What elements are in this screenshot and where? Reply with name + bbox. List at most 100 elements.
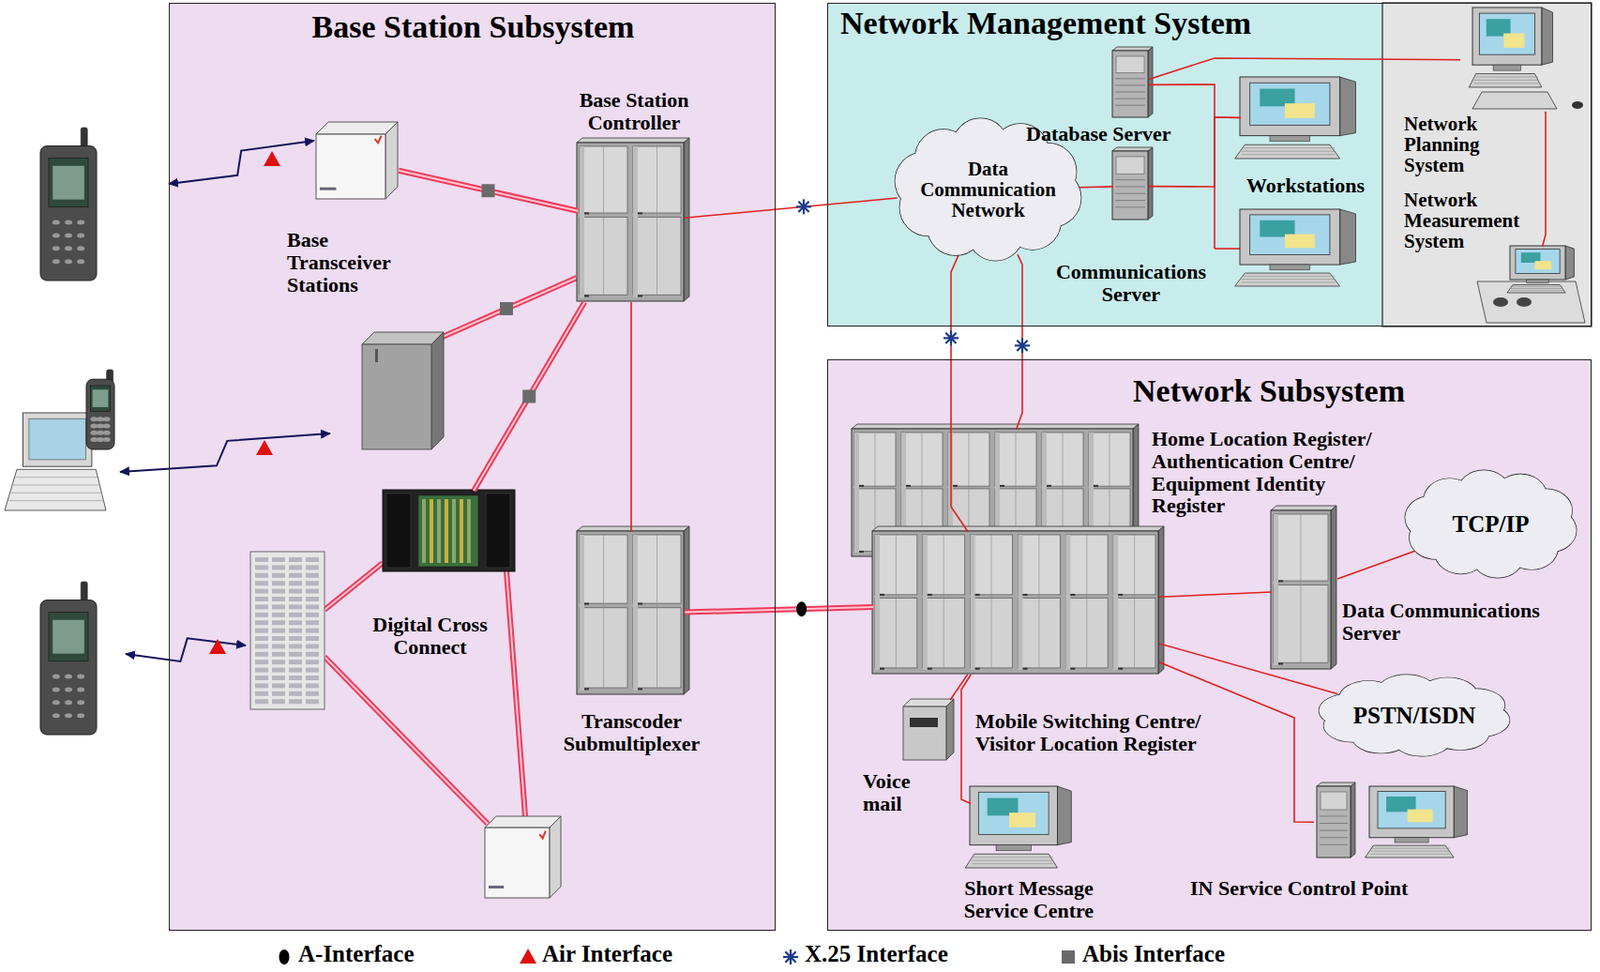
abis-marker: [482, 183, 496, 197]
drawing-part: [872, 526, 1164, 531]
drawing-part: [305, 557, 319, 562]
drawing-part: [255, 588, 269, 594]
drawing-part: [255, 675, 269, 680]
drawing-part: [1340, 209, 1357, 265]
drawing-part: [1510, 289, 1563, 291]
node-label: Short Message Service Centre: [944, 876, 1114, 922]
node-label: Voice mail: [862, 769, 929, 816]
connector-stroke: [473, 301, 585, 491]
drawing-part: [975, 593, 981, 596]
drawing-part: [4, 468, 106, 511]
equipment-node: Network Planning System: [1398, 5, 1591, 184]
drawing-part: [271, 580, 286, 586]
drawing-part: [288, 573, 302, 578]
panel-ground: [827, 2, 1592, 327]
drawing-part: [305, 643, 319, 649]
icon-area: [1313, 786, 1497, 859]
equipment-node: Short Message Service Centre: [944, 786, 1114, 928]
node-label: Communications Server: [1032, 260, 1230, 306]
link-wire: [324, 562, 383, 610]
drawing-part: [288, 651, 302, 657]
equipment-node: Workstations: [1229, 75, 1382, 290]
icon-area: [1113, 51, 1149, 119]
drawing-part: [305, 659, 319, 665]
drawing-part: [288, 698, 302, 704]
link-wire: [436, 277, 577, 340]
connector: [398, 170, 578, 212]
drawing-part: [1250, 82, 1330, 125]
air-link: [120, 433, 331, 472]
drawing-part: [288, 691, 302, 696]
icon-area: [852, 429, 1134, 558]
drawing-part: [633, 146, 638, 298]
drawing-part: [1112, 50, 1148, 118]
drawing-part: [603, 146, 604, 295]
drawing-part: [316, 121, 398, 135]
drawing-part: [52, 699, 61, 705]
drawing-part: [927, 667, 933, 670]
drawing-part: [943, 534, 945, 668]
drawing-part: [40, 600, 97, 735]
drawing-part: [271, 596, 286, 602]
drawing-part: [1133, 534, 1135, 668]
drawing-part: [965, 853, 1057, 868]
link-wire: [1214, 247, 1240, 250]
drawing-part: [1284, 103, 1315, 119]
drawing-part: [1507, 285, 1566, 294]
connector: [1079, 185, 1114, 188]
drawing-part: [305, 619, 319, 625]
drawing-part: [288, 603, 302, 609]
panel-title: Network Management System: [840, 6, 1366, 42]
subsystem-panel: Network Management SystemData Communicat…: [827, 2, 1592, 327]
drawing-part: [1364, 845, 1454, 858]
air-link: [125, 637, 246, 662]
x25-marker: [796, 198, 812, 214]
drawing-part: [978, 791, 1049, 834]
drawing-part: [255, 667, 269, 673]
drawing-part: [255, 643, 269, 649]
drawing-part: [305, 564, 319, 570]
drawing-part: [64, 674, 73, 680]
drawing-part: [76, 245, 85, 251]
drawing-part: [798, 201, 809, 212]
connector-stroke: [1148, 58, 1461, 79]
drawing-part: [484, 827, 550, 898]
equipment-node: Base Station Controller: [554, 89, 714, 305]
drawing-part: [255, 659, 269, 665]
drawing-part: [305, 675, 319, 680]
drawing-part: [271, 651, 286, 657]
drawing-part: [1115, 185, 1146, 187]
drawing-part: [255, 596, 269, 602]
drawing-part: [971, 856, 1054, 858]
drawing-part: [52, 232, 61, 238]
drawing-part: [385, 121, 398, 199]
drawing-part: [576, 142, 684, 302]
equipment-node: IN Service Control Point: [1190, 786, 1500, 907]
legend-label: Air Interface: [542, 940, 673, 967]
drawing-part: [48, 612, 89, 662]
connector: [1014, 254, 1030, 430]
icon-area: [1271, 511, 1338, 670]
drawing-part: [1278, 579, 1284, 582]
drawing-part: [1330, 505, 1337, 669]
air-marker: [256, 439, 273, 455]
link-wire: [506, 571, 526, 816]
drawing-part: [1509, 245, 1566, 280]
connector: [1542, 111, 1547, 247]
drawing-part: [29, 418, 86, 460]
connector: [1148, 58, 1461, 79]
drawing-part: [927, 593, 933, 596]
drawing-part: [946, 698, 954, 760]
drawing-part: [48, 158, 89, 208]
drawing-part: [975, 667, 981, 670]
connector-stroke: [1542, 111, 1547, 247]
drawing-part: [255, 564, 269, 570]
node-label: Network Planning System: [1403, 113, 1508, 176]
drawing-part: [1115, 105, 1146, 106]
connector: [684, 601, 874, 617]
drawing-part: [1394, 837, 1429, 843]
legend-symbol: [517, 945, 539, 967]
drawing-part: [969, 785, 1057, 846]
drawing-part: [851, 423, 1139, 429]
drawing-part: [255, 580, 269, 586]
